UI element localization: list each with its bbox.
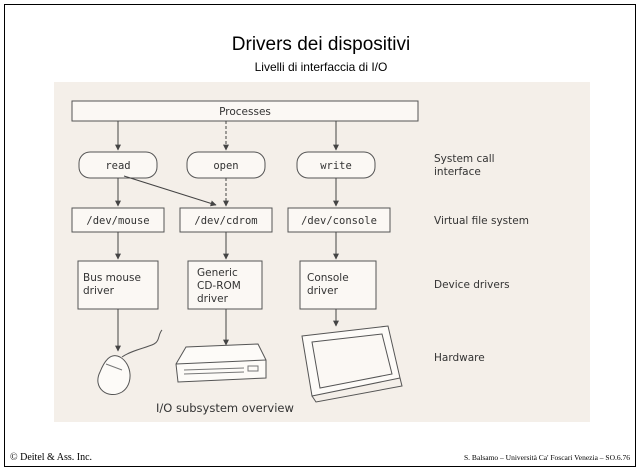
- processes-label: Processes: [219, 106, 271, 118]
- device-cdrom-box: [179, 207, 273, 233]
- monitor-icon: [301, 325, 403, 403]
- processes-box: [71, 100, 419, 122]
- driver-cdrom-line-1: Generic: [197, 267, 238, 279]
- cdrom-drive-icon: [175, 343, 267, 383]
- syscall-open-label: open: [213, 160, 238, 172]
- slide-title: Drivers dei dispositivi: [231, 34, 411, 55]
- slide-subtitle: Livelli di interfaccia di I/O: [254, 60, 388, 74]
- layer-label-syscall-1: System call: [434, 153, 495, 165]
- driver-console-box: [299, 260, 377, 310]
- footer-credits: S. Balsamo – Università Ca' Foscari Vene…: [464, 453, 630, 462]
- driver-cdrom-box: [187, 260, 263, 310]
- device-mouse-label: /dev/mouse: [86, 215, 149, 227]
- driver-console-line-1: Console: [307, 272, 349, 284]
- syscall-write-label: write: [320, 160, 352, 172]
- driver-console-line-2: driver: [307, 285, 339, 297]
- mouse-icon: [97, 329, 163, 395]
- layer-label-hardware: Hardware: [434, 352, 485, 364]
- arrow-read-cdrom: [123, 175, 217, 207]
- driver-cdrom-line-2: CD-ROM: [197, 280, 241, 292]
- layer-label-vfs: Virtual file system: [434, 215, 529, 227]
- layer-label-drivers: Device drivers: [434, 279, 510, 291]
- diagram-caption: I/O subsystem overview: [156, 401, 294, 415]
- driver-cdrom-line-3: driver: [197, 293, 229, 305]
- layer-label-syscall-2: interface: [434, 166, 481, 178]
- device-console-box: [287, 207, 391, 233]
- syscall-read-label: read: [105, 160, 130, 172]
- driver-mouse-line-1: Bus mouse: [83, 272, 141, 284]
- device-mouse-box: [71, 207, 165, 233]
- device-cdrom-label: /dev/cdrom: [194, 215, 257, 227]
- driver-mouse-line-2: driver: [83, 285, 115, 297]
- device-console-label: /dev/console: [301, 215, 377, 227]
- footer-copyright: © Deitel & Ass. Inc.: [10, 452, 93, 463]
